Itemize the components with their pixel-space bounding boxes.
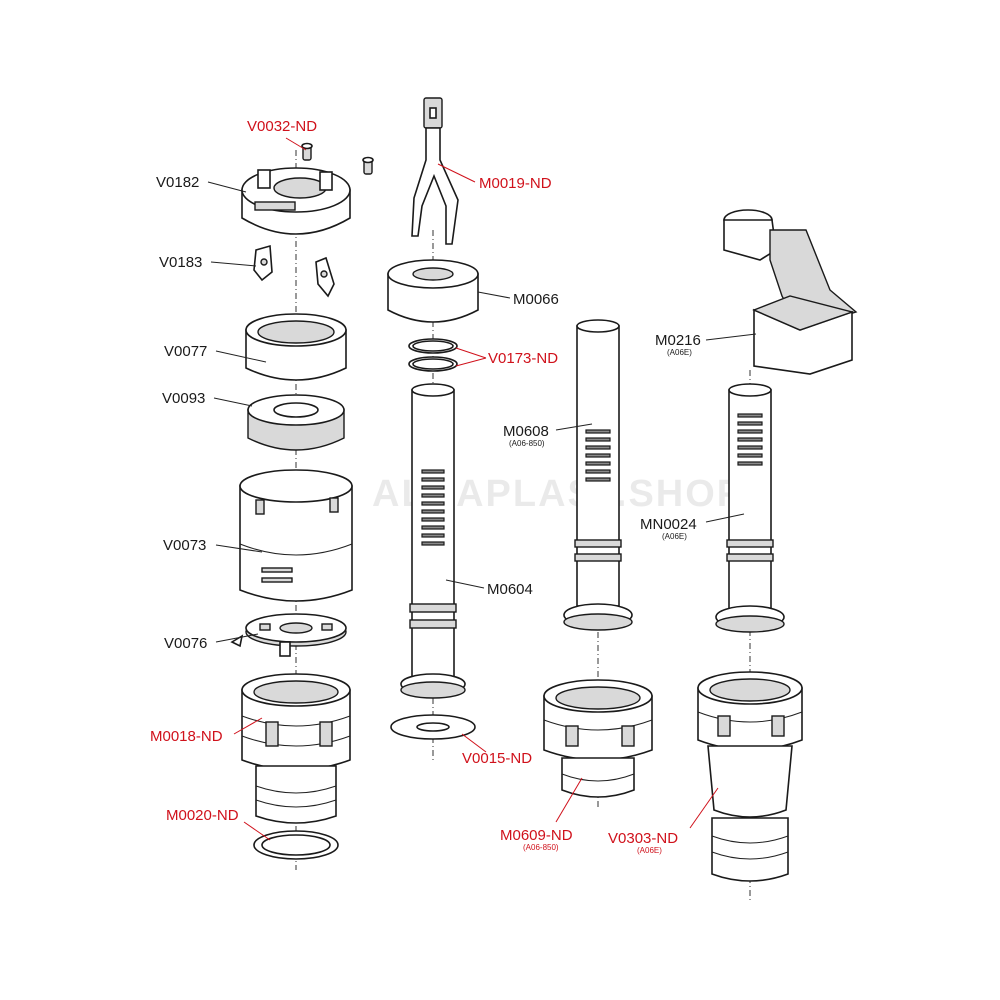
part-v0077 — [245, 313, 347, 381]
part-m0066 — [387, 259, 479, 323]
part-m0020 — [253, 830, 339, 860]
label-m0066: M0066 — [513, 291, 559, 308]
part-v0076 — [230, 613, 347, 657]
label-v0077: V0077 — [164, 343, 207, 360]
part-v0303 — [697, 671, 803, 882]
part-v0173 — [408, 338, 458, 372]
part-m0018 — [241, 673, 351, 824]
part-m0019 — [411, 97, 459, 245]
part-v0015 — [390, 714, 476, 740]
sublabel-mn0024: (A06E) — [662, 532, 687, 541]
label-v0076: V0076 — [164, 635, 207, 652]
label-m0604: M0604 — [487, 581, 533, 598]
label-m0608: M0608 — [503, 423, 549, 440]
label-v0303: V0303-ND — [608, 830, 678, 847]
label-v0173: V0173-ND — [488, 350, 558, 367]
sublabel-v0303: (A06E) — [637, 846, 662, 855]
label-v0015: V0015-ND — [462, 750, 532, 767]
label-m0609: M0609-ND — [500, 827, 573, 844]
label-mn0024: MN0024 — [640, 516, 697, 533]
label-v0182: V0182 — [156, 174, 199, 191]
part-v0183 — [253, 244, 335, 298]
sublabel-m0216: (A06E) — [667, 348, 692, 357]
label-v0183: V0183 — [159, 254, 202, 271]
sublabel-m0609: (A06-850) — [523, 843, 559, 852]
part-m0216 — [723, 209, 858, 375]
part-mn0024 — [715, 383, 785, 633]
part-m0608 — [563, 319, 633, 631]
label-m0018: M0018-ND — [150, 728, 223, 745]
part-m0604 — [400, 383, 466, 699]
sublabel-m0608: (A06-850) — [509, 439, 545, 448]
label-m0020: M0020-ND — [166, 807, 239, 824]
label-v0032: V0032-ND — [247, 118, 317, 135]
part-v0073 — [239, 469, 353, 602]
label-m0019: M0019-ND — [479, 175, 552, 192]
label-v0093: V0093 — [162, 390, 205, 407]
label-m0216: M0216 — [655, 332, 701, 349]
part-v0093 — [247, 394, 345, 451]
part-v0182 — [241, 167, 351, 235]
screw-v0032 — [301, 142, 374, 175]
label-v0073: V0073 — [163, 537, 206, 554]
part-m0609 — [543, 679, 653, 798]
